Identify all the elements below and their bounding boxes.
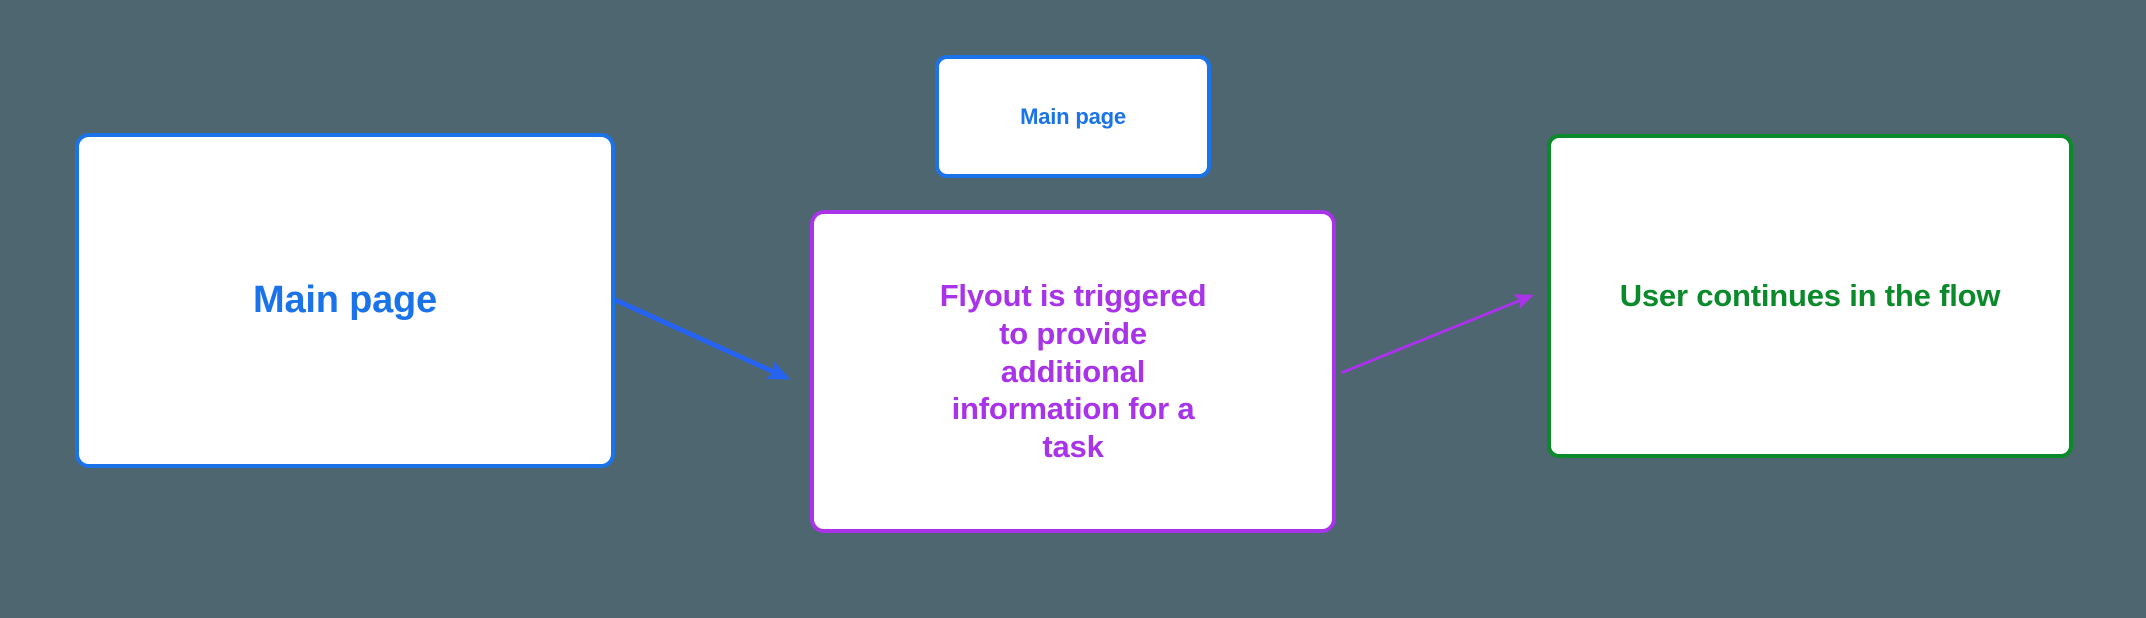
node-flyout-label: Flyout is triggered to provide additiona… bbox=[939, 277, 1207, 465]
node-main-page-large-label: Main page bbox=[252, 279, 437, 322]
connector-main-page-to-flyout bbox=[598, 290, 791, 381]
node-main-page-small[interactable]: Main page bbox=[935, 55, 1211, 178]
node-main-page-small-label: Main page bbox=[1020, 103, 1126, 129]
node-flyout[interactable]: Flyout is triggered to provide additiona… bbox=[810, 210, 1336, 533]
node-user-continues[interactable]: User continues in the flow bbox=[1547, 134, 2073, 458]
node-user-continues-label: User continues in the flow bbox=[1619, 277, 2001, 313]
node-main-page-large[interactable]: Main page bbox=[75, 133, 615, 468]
connector-flyout-to-user-continues bbox=[1340, 294, 1534, 375]
